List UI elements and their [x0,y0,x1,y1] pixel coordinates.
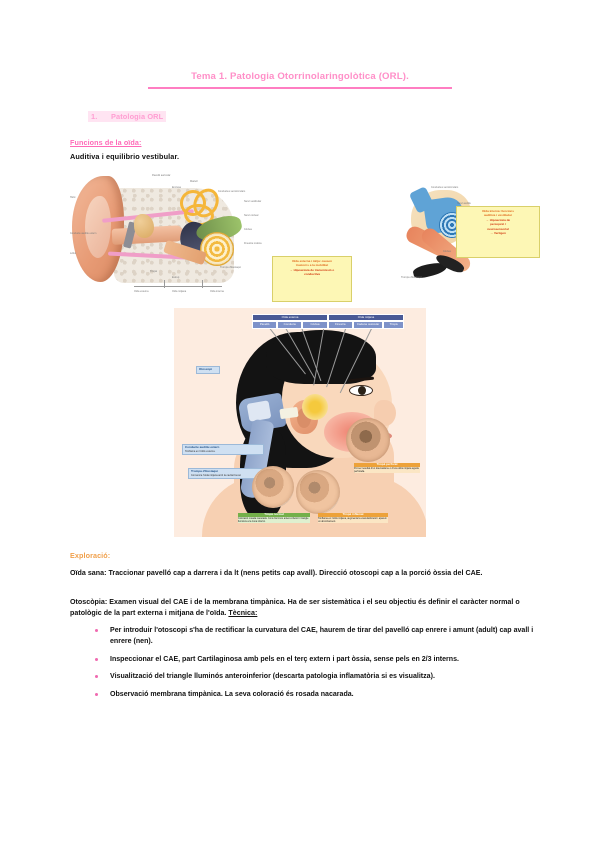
list-item: Per introduir l'otoscopi s'ha de rectifi… [92,625,540,647]
leader-tick-1 [164,280,165,288]
callout-outer-line-3: → Hipoacúsia de transmissió o [289,267,335,272]
section-number: 1. [91,112,98,121]
callout-outer-line-2: trastorns a la mobilitat [295,263,329,268]
list-item: Observació membrana timpànica. La seva c… [92,689,540,700]
paragraph-oida-sana: Oïda sana: Traccionar pavelló cap a darr… [70,569,483,577]
heading-exploration: Exploració: [70,551,111,560]
table-col-pavello: Pavelló [252,321,278,329]
otoscopy-image-inflamed [296,470,340,514]
section-title: Patologia ORL [111,112,164,121]
otoscope-head-shape [246,400,272,422]
paragraph-otoscopia: Otoscòpia: Examen visual del CAE i de la… [70,597,538,619]
figure-otoscopy-head: Oïda externa Oïda mitjana Pavelló Conduc… [174,308,426,537]
inner-ear-label-4: Trompa d'Eustaqui [401,276,422,279]
cochlea-shape [200,232,234,266]
callout-outer-line-4: conductiva [304,272,320,277]
figure-label-bottom-2: Estrep [172,276,180,279]
title-underline-rule [148,87,452,90]
info-box-external-canal: Conducte auditiu extern S'inflama en l'o… [182,444,264,456]
figure-ear-anatomy: Pavelló auricular Martell Enclusa Conduc… [68,170,273,300]
figure-label-right-5: Trompa d'Eustaqui [220,266,241,269]
otoscopy-image-normal [252,466,294,508]
caption-tympanum-perforated: Timpà perforat Pot ser resultat d'un tra… [352,462,422,474]
caption-1-desc: Coloració rosada nacarada. Cons llumínos… [238,516,310,523]
table-col-cadena: Cadena ossicular [352,321,384,329]
tecnica-label: Tècnica: [228,609,258,617]
callout-inner-line-5: neurosensorial [487,226,509,231]
functions-text: Auditiva i equilibrio vestibular. [70,152,180,161]
ossicles-shape [134,214,154,238]
figure-table: Oïda externa Oïda mitjana Pavelló Conduc… [252,314,404,329]
caption-3-desc: Pot ser resultat d'un traumatisme o d'un… [354,466,420,473]
callout-inner-line-3: → Hipoacúsia de [485,217,511,222]
inner-ear-label-3: Còclea [443,250,451,253]
leader-line-bottom [134,286,222,287]
inner-ear-label-2: Nervi auditiu [457,202,471,205]
paragraph-otoscopia-line2: normal o patològic de la part externa i … [70,598,520,617]
table-col-timpa: Timpà [383,321,404,329]
figure-label-top-1: Pavelló auricular [152,174,171,177]
otoscope-label-box: Otoscopi [196,366,220,374]
list-item: Inspeccionar el CAE, part Cartilaginosa … [92,654,540,665]
light-beam-shape [302,394,328,420]
callout-outer-middle-ear: Oïda externa i mitja: causen trastorns a… [272,256,352,302]
caption-3-title: Timpà perforat [354,462,420,467]
table-group-header-middle: Oïda mitjana [328,314,404,322]
table-col-finestra: Finestra [327,321,353,329]
figure-label-top-3: Enclusa [172,186,181,189]
caption-2-title: Timpà inflamat [318,512,388,517]
technique-bullet-list: Per introduir l'otoscopi s'ha de rectifi… [92,625,540,706]
callout-inner-line-4: percepció / [490,222,506,227]
caption-tympanum-inflamed: Timpà inflamat S'inflama en l'otitis mit… [316,512,390,524]
caption-tympanum-normal: Timpà normal Coloració rosada nacarada. … [236,512,312,524]
figure-label-bottom-1: Timpà [150,270,157,273]
figure-label-bottom-3: Oïda externa [134,290,149,293]
document-title: Tema 1. Patologia Otorrinolaringolòtica … [191,71,409,82]
figure-label-bottom-5: Oïda interna [210,290,224,293]
table-col-coclea: Còclea [302,321,328,329]
callout-inner-ear: Oïda interna: funcions auditiva i vestib… [456,206,540,258]
table-col-conducte: Conducte [277,321,303,329]
caption-2-desc: S'inflama en l'otitis mitjana, augmenta … [318,516,388,523]
table-group-header-outer: Oïda externa [252,314,328,322]
figure-label-top-4: Conductes semicirculars [218,190,246,193]
callout-inner-line-6: → Vertigen [490,231,506,236]
figure-label-bottom-4: Oïda mitjana [172,290,187,293]
caption-1-title: Timpà normal [238,512,310,517]
figure-label-right-1: Nervi vestibular [244,200,262,203]
figure-label-left-1: Hèlix [70,196,76,199]
info-box-2-desc: Comunica l'oïda mitjana amb la cavitat b… [191,473,242,477]
table-column-header-row: Pavelló Conducte Còclea Finestra Cadena … [252,321,404,329]
leader-tick-2 [202,280,203,288]
paragraph-otoscopia-line1: Otoscòpia: Examen visual del CAE i de la… [70,598,488,606]
list-item: Visualització del triangle lluminós ante… [92,671,540,682]
figure-label-left-3: Lòbul [70,252,77,255]
figure-label-left-2: Conducte auditiu extern [70,232,97,235]
callout-inner-line-2: auditiva i vestibular [483,213,512,218]
figure-label-top-2: Martell [190,180,198,183]
table-group-header-row: Oïda externa Oïda mitjana [252,314,404,322]
figure-label-right-4: Finestra rodona [244,242,262,245]
nose-shape [374,400,396,426]
figure-label-right-3: Còclea [244,228,252,231]
info-box-1-desc: S'inflama en l'otitis externa. [185,449,216,453]
eye-shape [350,386,372,395]
page-title: Tema 1. Patologia Otorrinolaringolòtica … [0,66,600,84]
otoscope-label-title: Otoscopi [199,367,213,372]
callout-inner-line-1: Oïda interna: funcions [482,209,514,213]
figure-label-right-2: Nervi coclear [244,214,259,217]
info-box-1-title: Conducte auditiu extern [185,445,220,450]
otoscopy-image-perforated [346,418,390,462]
heading-functions: Funcions de la oïda: [70,138,142,147]
info-box-2-title: Trompa d'Eustaqui [191,469,218,474]
inner-ear-label-1: Conductes semicirculars [431,186,459,189]
callout-outer-line-1: Oïda externa i mitja: causen [292,259,332,263]
section-list-item: 1. Patologia ORL [88,111,167,122]
